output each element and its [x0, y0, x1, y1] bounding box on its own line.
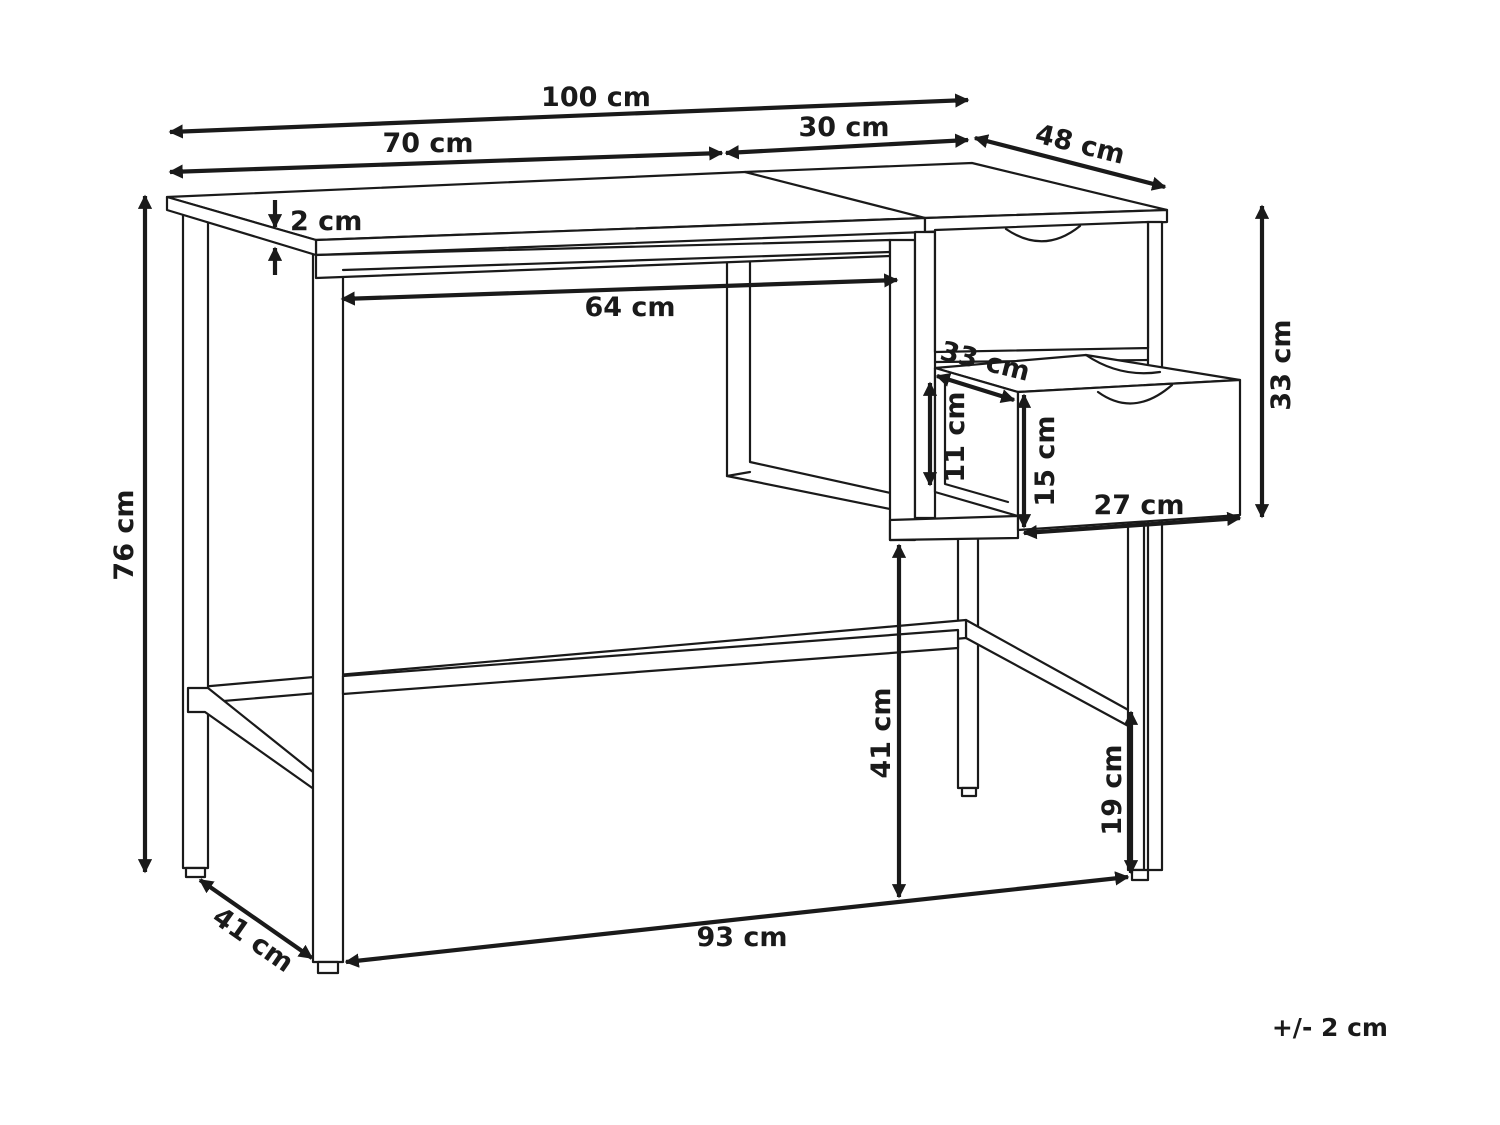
label-legroom-height: 41 cm — [866, 687, 897, 778]
dim-arrow-total-width — [168, 93, 970, 139]
label-top-thickness: 2 cm — [290, 206, 362, 237]
label-inner-width: 64 cm — [584, 292, 675, 323]
label-cabinet-width: 30 cm — [798, 112, 889, 143]
label-desk-width: 70 cm — [382, 128, 473, 159]
dim-arrow-inner-width — [340, 273, 899, 306]
label-base-width: 93 cm — [696, 922, 787, 953]
label-drawer-front-height: 15 cm — [1030, 415, 1061, 506]
tolerance-note: +/- 2 cm — [1272, 1013, 1388, 1042]
dim-arrow-desk-width — [168, 146, 724, 179]
dim-arrow-depth — [973, 134, 1167, 191]
desk-drawing — [165, 161, 1242, 975]
dim-arrow-drawer-width — [1022, 511, 1242, 540]
label-drawer-inner-height: 11 cm — [940, 391, 971, 482]
dim-arrow-drawer-depth — [935, 373, 1016, 403]
label-total-width: 100 cm — [541, 82, 651, 113]
dim-arrow-base-width — [344, 871, 1130, 968]
dim-arrow-cabinet-width — [724, 133, 970, 160]
label-drawer-width: 27 cm — [1093, 490, 1184, 521]
label-foot-bar-height: 19 cm — [1097, 744, 1128, 835]
label-cabinet-height: 33 cm — [1266, 319, 1297, 410]
label-total-height: 76 cm — [109, 489, 140, 580]
dimension-lines — [137, 93, 1270, 968]
dim-arrow-leg-depth — [198, 878, 314, 960]
